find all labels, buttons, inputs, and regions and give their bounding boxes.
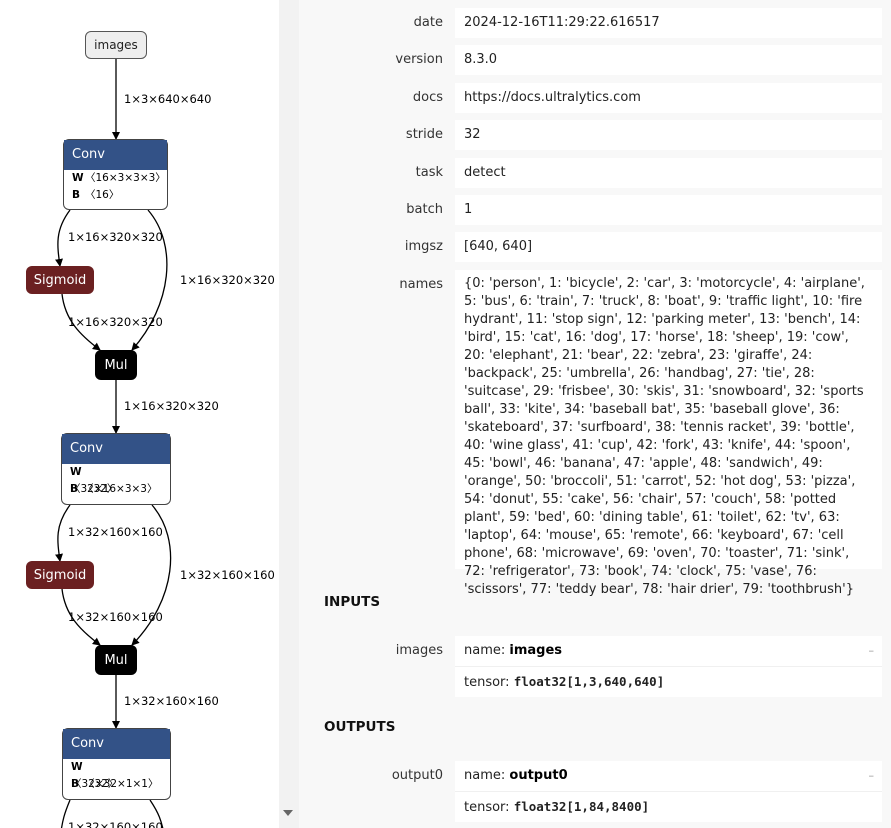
property-value[interactable]: detect bbox=[455, 158, 882, 188]
property-label: docs bbox=[412, 90, 443, 105]
graph-canvas[interactable]: 1×3×640×640 1×16×320×320 1×16×320×320 1×… bbox=[0, 0, 279, 828]
edge-conv-sigmoid bbox=[55, 209, 71, 267]
conv-node[interactable]: Conv W〈32×32×1×1〉 B〈32〉 bbox=[62, 728, 171, 800]
property-value[interactable]: [640, 640] bbox=[455, 232, 882, 262]
inputs-section-title: INPUTS bbox=[324, 594, 381, 610]
edge-label: 1×32×160×160 bbox=[124, 694, 219, 708]
edge-label: 1×3×640×640 bbox=[124, 92, 211, 106]
property-value[interactable]: 32 bbox=[455, 120, 882, 150]
edge-label: 1×16×320×320 bbox=[180, 273, 275, 287]
input-argument[interactable]: name: images – tensor: float32[1,3,640,6… bbox=[455, 636, 882, 697]
conv-node[interactable]: Conv W〈32×16×3×3〉 B〈32〉 bbox=[61, 433, 171, 505]
conv-bias: B〈32〉 bbox=[71, 778, 119, 790]
conv-weight: W〈32×16×3×3〉 bbox=[70, 466, 158, 495]
edge-label: 1×32×160×160 bbox=[68, 525, 163, 539]
conv-bias: B〈16〉 bbox=[72, 189, 120, 201]
graph-edges: 1×3×640×640 1×16×320×320 1×16×320×320 1×… bbox=[55, 59, 275, 828]
argument-tensor: tensor: float32[1,84,8400] bbox=[455, 791, 882, 822]
property-label: date bbox=[413, 15, 443, 30]
property-label: task bbox=[415, 165, 443, 180]
property-label: batch bbox=[406, 202, 443, 217]
property-value[interactable]: 1 bbox=[455, 195, 882, 225]
conv-weight: W〈16×3×3×3〉 bbox=[72, 172, 166, 184]
edge-sigmoid-mul bbox=[61, 588, 101, 646]
sigmoid-node[interactable]: Sigmoid bbox=[26, 266, 94, 294]
edge-label: 1×16×320×320 bbox=[68, 315, 163, 329]
property-value[interactable]: https://docs.ultralytics.com bbox=[455, 83, 882, 113]
property-value[interactable]: {0: 'person', 1: 'bicycle', 2: 'car', 3:… bbox=[455, 270, 882, 597]
edge-label: 1×32×160×160 bbox=[180, 568, 275, 582]
edge-label: 1×32×160×160 bbox=[68, 820, 163, 828]
edge-label: 1×32×160×160 bbox=[68, 610, 163, 624]
conv-node-title: Conv bbox=[62, 434, 170, 464]
edge-sigmoid-mul bbox=[61, 293, 101, 351]
property-label: imgsz bbox=[404, 239, 443, 254]
edge-conv-mul bbox=[131, 504, 172, 646]
property-value[interactable]: 8.3.0 bbox=[455, 45, 882, 75]
argument-name: name: images – bbox=[455, 636, 882, 666]
conv-bias: B〈32〉 bbox=[70, 483, 118, 495]
scroll-down-arrow-icon[interactable] bbox=[283, 810, 293, 816]
expand-toggle-icon[interactable]: – bbox=[868, 769, 875, 782]
expand-toggle-icon[interactable]: – bbox=[868, 644, 875, 657]
argument-tensor: tensor: float32[1,3,640,640] bbox=[455, 666, 882, 697]
argument-name: name: output0 – bbox=[455, 761, 882, 791]
model-properties-panel[interactable]: date 2024-12-16T11:29:22.616517 version … bbox=[279, 0, 891, 828]
input-node-images[interactable]: images bbox=[85, 31, 147, 59]
input-label: images bbox=[395, 643, 443, 658]
outputs-section-title: OUTPUTS bbox=[324, 719, 396, 735]
property-label: names bbox=[399, 277, 443, 292]
edge-label: 1×16×320×320 bbox=[124, 399, 219, 413]
edge-label: 1×16×320×320 bbox=[68, 230, 163, 244]
edge-conv-mul bbox=[149, 799, 164, 828]
mul-node[interactable]: Mul bbox=[95, 350, 137, 380]
property-value[interactable]: 2024-12-16T11:29:22.616517 bbox=[455, 8, 882, 38]
output-argument[interactable]: name: output0 – tensor: float32[1,84,840… bbox=[455, 761, 882, 822]
mul-node[interactable]: Mul bbox=[95, 645, 137, 675]
conv-node-title: Conv bbox=[63, 729, 170, 759]
sigmoid-node[interactable]: Sigmoid bbox=[26, 561, 94, 589]
conv-node[interactable]: Conv W〈16×3×3×3〉 B〈16〉 bbox=[63, 139, 168, 210]
property-label: stride bbox=[405, 127, 443, 142]
property-label: version bbox=[395, 52, 443, 67]
edge-conv-mul bbox=[131, 209, 168, 351]
conv-node-title: Conv bbox=[64, 140, 167, 170]
edge-conv-sigmoid bbox=[60, 799, 71, 828]
panel-divider bbox=[279, 0, 299, 828]
output-label: output0 bbox=[391, 768, 443, 783]
conv-weight: W〈32×32×1×1〉 bbox=[71, 761, 159, 790]
edge-conv-sigmoid bbox=[55, 504, 71, 562]
